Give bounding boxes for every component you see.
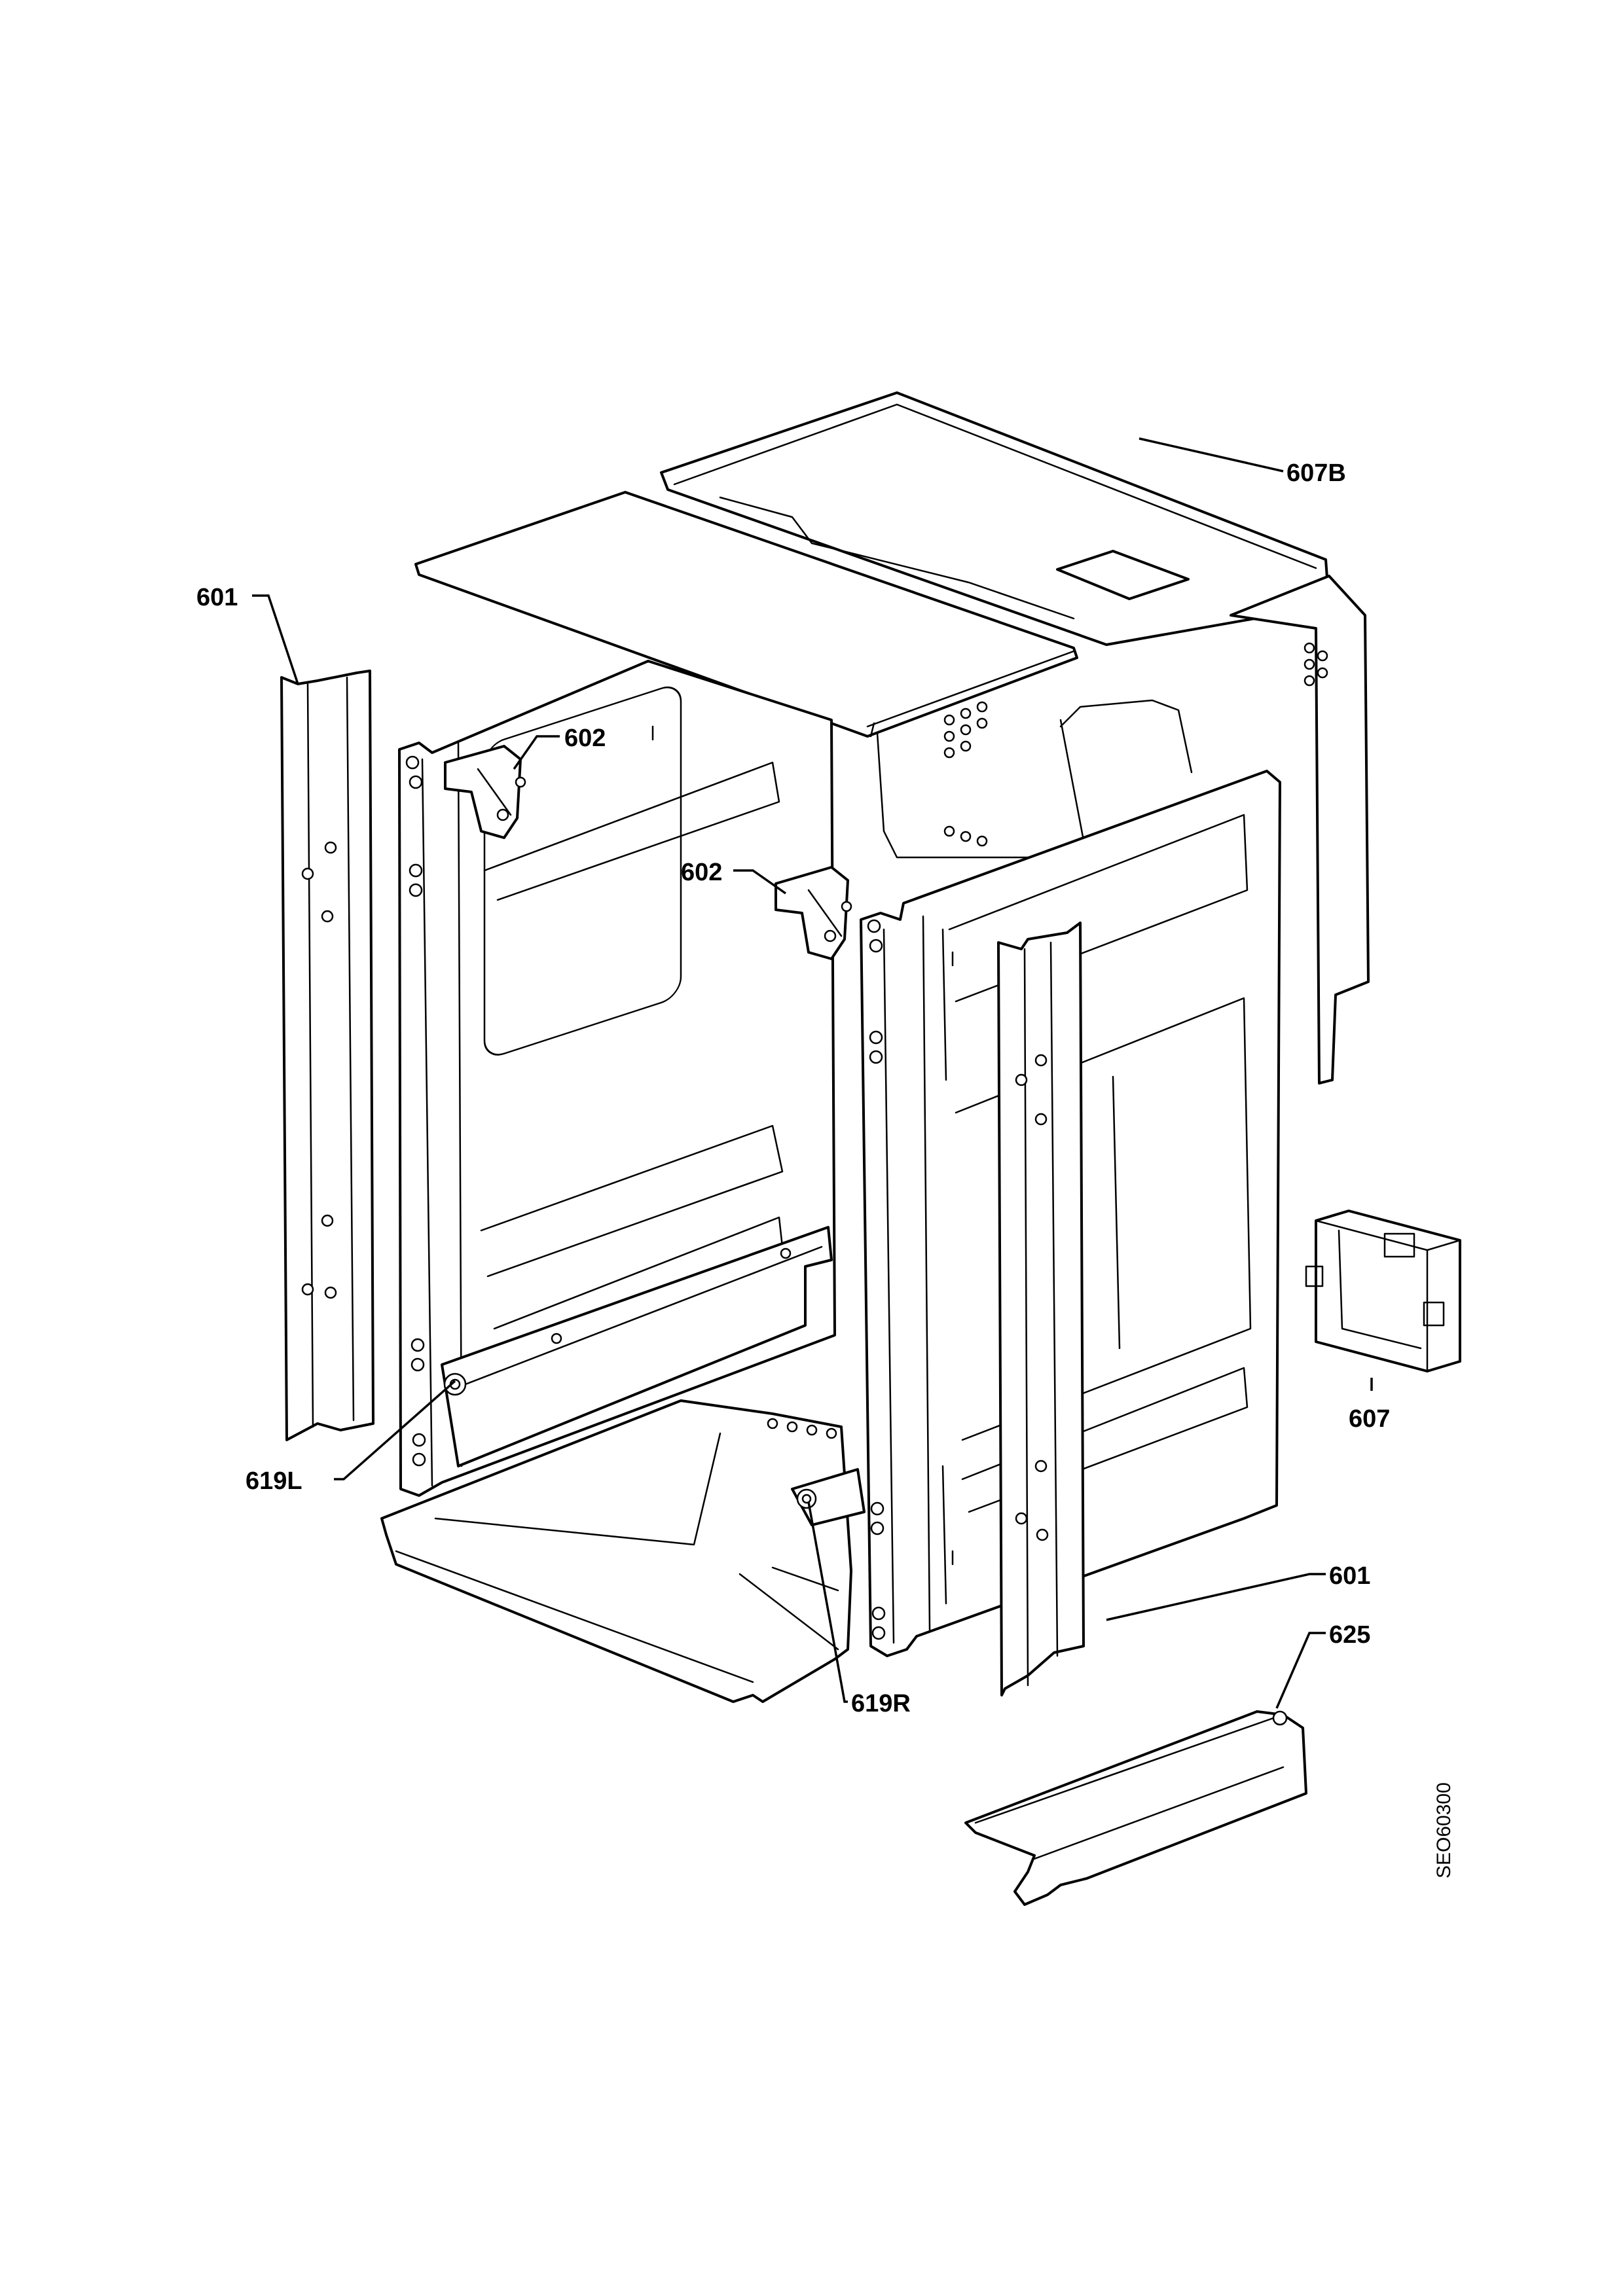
back-vent-holes <box>943 701 988 847</box>
callout-607: 607 <box>1349 1405 1390 1433</box>
bottom-plate <box>380 1399 852 1703</box>
callout-601-left: 601 <box>196 584 238 611</box>
top-cover-front <box>414 491 1078 738</box>
callout-602-top: 602 <box>564 725 606 752</box>
back-panel <box>876 699 1193 859</box>
rear-side-panel <box>1230 575 1370 1085</box>
callout-619r: 619R <box>851 1690 911 1717</box>
right-panel-holes <box>867 919 886 1640</box>
leader-619l <box>334 1380 456 1480</box>
rail-left <box>441 1226 833 1467</box>
callout-601-right: 601 <box>1329 1562 1370 1590</box>
drawing-code: SEO60300 <box>1433 1782 1455 1878</box>
leader-625 <box>1275 1632 1326 1709</box>
leader-601-right <box>1106 1573 1326 1621</box>
left-panel-holes <box>405 755 426 1467</box>
module-box <box>1305 1210 1461 1372</box>
vent-holes <box>1304 642 1328 687</box>
top-cover-rear <box>660 391 1330 646</box>
leader-607b <box>1139 437 1284 473</box>
bottom-front-trim <box>964 1710 1307 1906</box>
leader-602-top <box>513 735 560 770</box>
hinge-bracket-middle <box>775 866 852 960</box>
front-trim-left <box>280 670 374 1441</box>
callout-607b: 607B <box>1286 459 1346 487</box>
leader-601-left <box>252 594 299 685</box>
callout-625: 625 <box>1329 1621 1370 1649</box>
bottom-vent-holes <box>767 1418 837 1439</box>
leader-619r <box>807 1501 848 1703</box>
hinge-bracket-top <box>444 745 526 839</box>
front-trim-right <box>997 922 1085 1696</box>
callout-602-mid: 602 <box>681 859 722 886</box>
leader-602-mid <box>733 869 787 895</box>
callout-619l: 619L <box>246 1467 302 1495</box>
